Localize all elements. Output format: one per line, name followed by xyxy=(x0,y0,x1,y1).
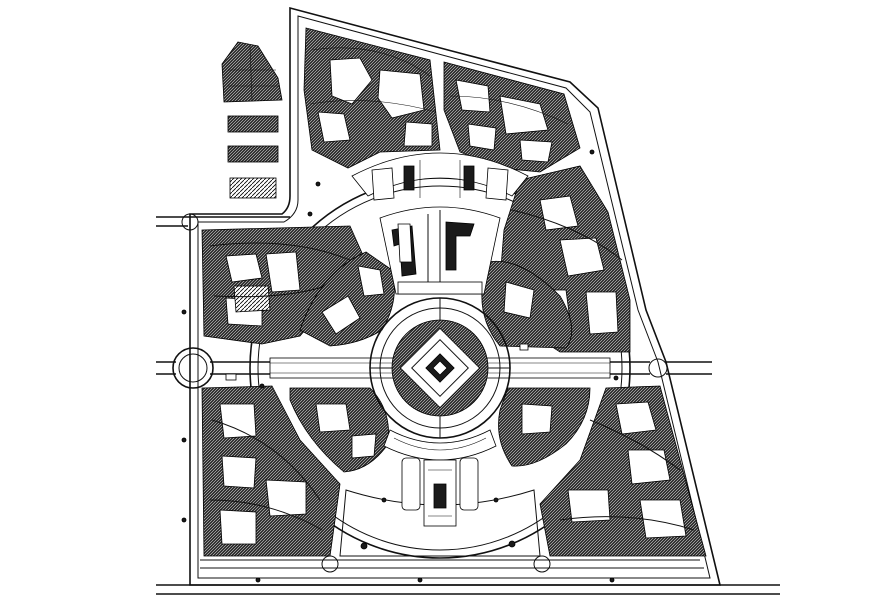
block-west xyxy=(201,225,367,345)
key-plan-thumbnail xyxy=(221,41,283,103)
block-south-east xyxy=(539,385,707,557)
block-north-east xyxy=(443,61,581,173)
block-inner-north-east xyxy=(481,260,573,349)
block-inner-north-west xyxy=(299,251,395,347)
north-pavilion xyxy=(379,206,501,295)
legend-group xyxy=(221,41,283,199)
section-strip-c-thumbnail xyxy=(229,177,277,199)
section-strip-b-thumbnail xyxy=(227,145,279,163)
site-boundary xyxy=(189,6,722,586)
section-strip-a-thumbnail xyxy=(227,115,279,133)
south-park xyxy=(339,457,541,557)
external-roads xyxy=(156,213,780,595)
north-civic-crescent xyxy=(351,152,529,201)
block-south-west xyxy=(201,385,341,557)
block-north-west xyxy=(303,27,441,169)
south-civic-arc xyxy=(383,429,497,461)
landscape-trees xyxy=(181,149,619,583)
central-plaza xyxy=(369,297,511,439)
block-inner-south-east xyxy=(498,387,591,467)
